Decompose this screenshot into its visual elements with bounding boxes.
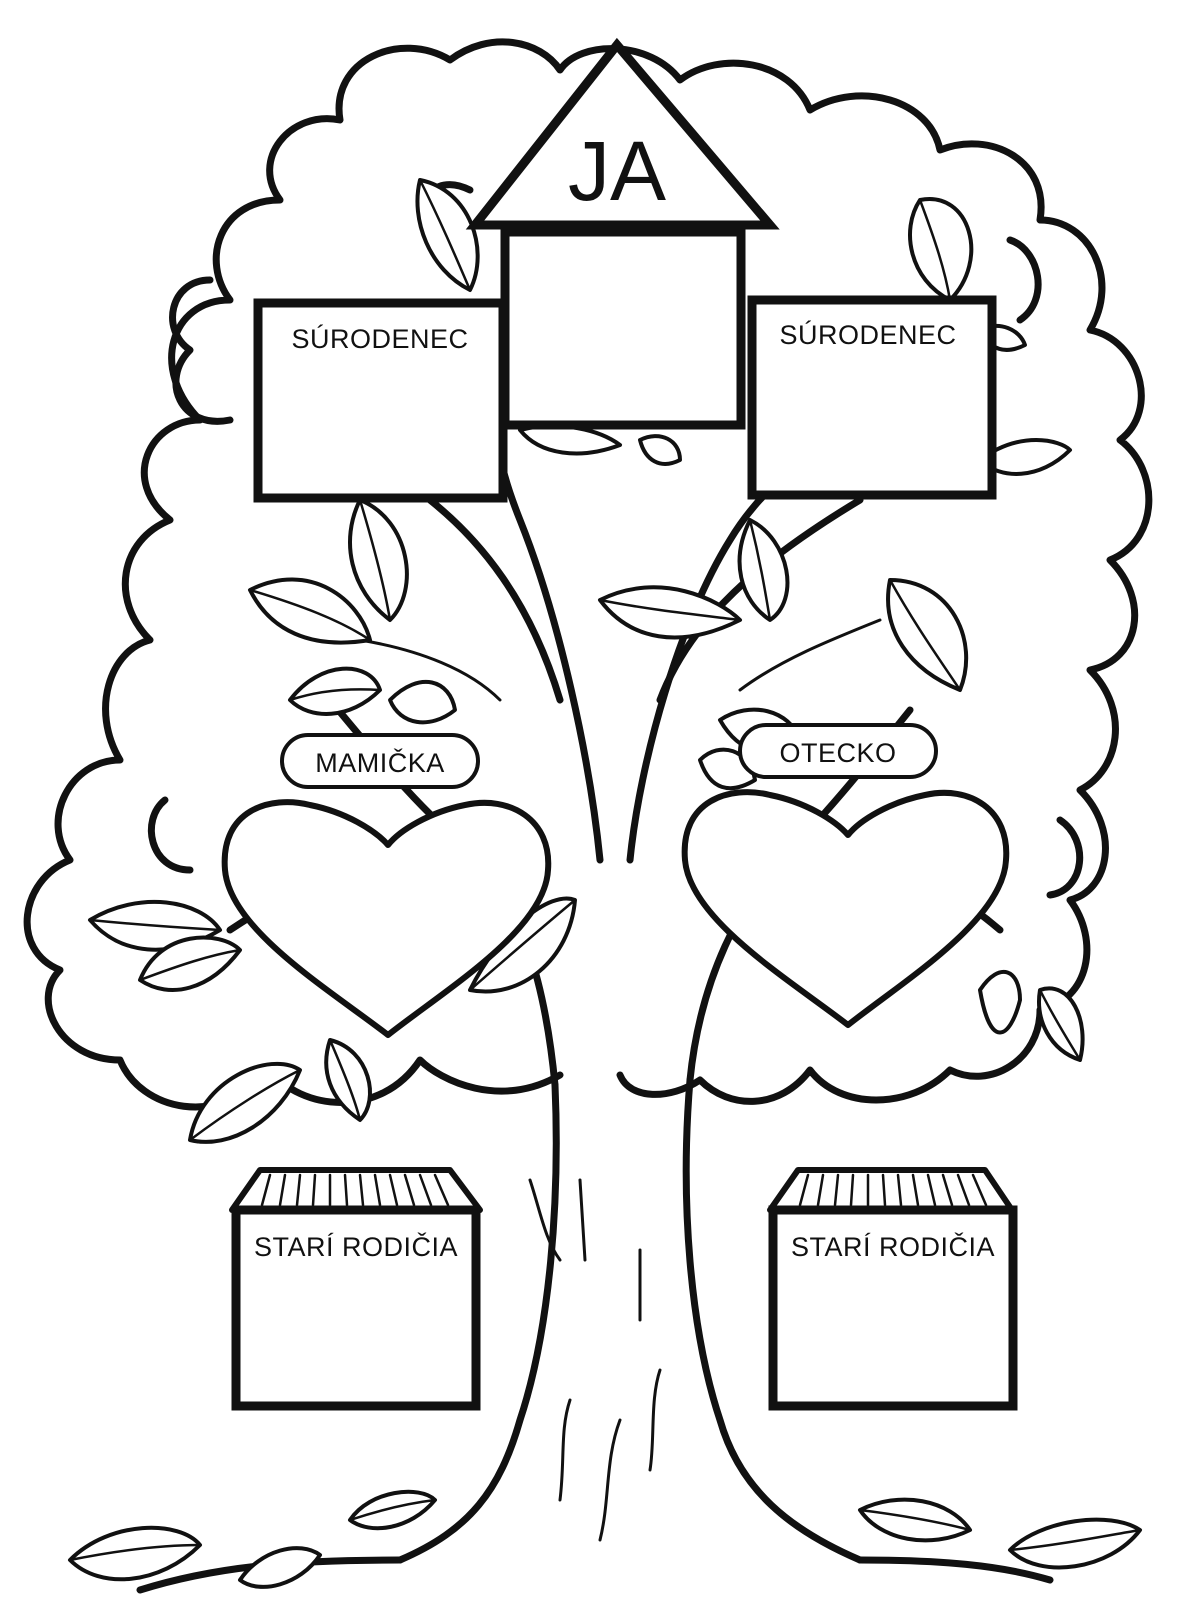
sibling-right-label: SÚRODENEC [779, 319, 956, 350]
grandparents-left-box[interactable] [231, 1205, 481, 1411]
parent-left-label: MAMIČKA [315, 747, 445, 778]
grandparents-left: STARÍ RODIČIA [229, 1167, 483, 1411]
sibling-left-label: SÚRODENEC [291, 323, 468, 354]
grandparents-right: STARÍ RODIČIA [767, 1167, 1018, 1411]
grandparents-left-label: STARÍ RODIČIA [254, 1231, 458, 1262]
sibling-right-box[interactable] [747, 295, 997, 500]
parent-right-label: OTECKO [779, 738, 896, 768]
parent-right-tag: OTECKO [738, 723, 938, 779]
parent-left-tag: MAMIČKA [280, 733, 480, 789]
leaves [68, 178, 1142, 1589]
grandparents-right-roof [767, 1167, 1015, 1213]
grandparents-right-label: STARÍ RODIČIA [791, 1231, 995, 1262]
self-label: JA [568, 124, 666, 218]
parent-right-heart[interactable] [681, 789, 1010, 1028]
self-house: JA [465, 37, 780, 430]
self-box[interactable] [500, 227, 746, 430]
canopy-outline [23, 38, 1153, 1111]
sibling-left-box[interactable] [253, 298, 508, 503]
grandparents-right-box[interactable] [768, 1205, 1018, 1411]
sibling-right: SÚRODENEC [747, 295, 997, 500]
parent-left-heart[interactable] [221, 799, 552, 1038]
sibling-left: SÚRODENEC [253, 298, 508, 503]
